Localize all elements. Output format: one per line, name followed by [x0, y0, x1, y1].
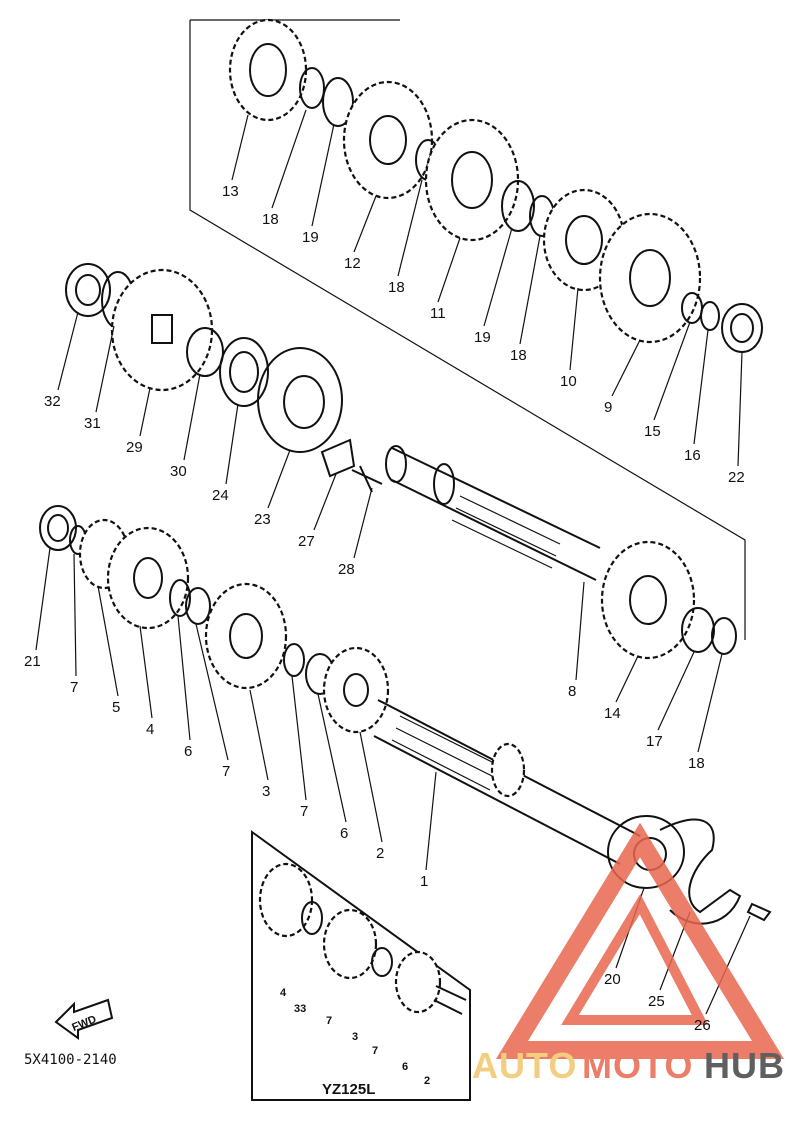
label-2: 2 — [376, 845, 384, 862]
watermark-brand-auto: AUTO — [472, 1045, 577, 1086]
inset-label-33: 33 — [294, 1003, 306, 1015]
gear-14 — [600, 540, 696, 660]
forward-arrow — [54, 998, 114, 1040]
bearing-stopper-25 — [659, 818, 742, 925]
label-3: 3 — [262, 783, 270, 800]
label-30: 30 — [170, 463, 187, 480]
label-10: 10 — [560, 373, 577, 390]
gear-2 — [322, 646, 390, 734]
label-25: 25 — [648, 993, 665, 1010]
inset-label-6: 6 — [402, 1061, 408, 1073]
label-24: 24 — [212, 487, 229, 504]
label-18: 18 — [510, 347, 527, 364]
washer-19-b — [501, 180, 535, 232]
diagram-code: 5X4100-2140 — [24, 1052, 117, 1068]
inset-label-2: 2 — [424, 1075, 430, 1087]
label-18: 18 — [688, 755, 705, 772]
washer-6-a — [169, 579, 191, 617]
oil-seal-24 — [219, 337, 269, 407]
gear-9 — [598, 212, 702, 344]
watermark-brand-hub: HUB — [704, 1045, 785, 1086]
label-15: 15 — [644, 423, 661, 440]
label-5: 5 — [112, 699, 120, 716]
watermark: AUTO MOTO HUB — [472, 822, 785, 1086]
inset-label-7: 7 — [326, 1015, 332, 1027]
label-13: 13 — [222, 183, 239, 200]
label-11: 11 — [430, 305, 446, 322]
label-14: 14 — [604, 705, 621, 722]
bearing-22 — [721, 303, 763, 353]
label-18: 18 — [388, 279, 405, 296]
label-28: 28 — [338, 561, 355, 578]
bearing-stopper-27 — [320, 438, 356, 478]
bearing-32 — [65, 263, 111, 317]
watermark-inner-triangle-icon — [561, 893, 709, 1025]
label-20: 20 — [604, 971, 621, 988]
inset-label-4: 4 — [280, 987, 287, 999]
label-4: 4 — [146, 721, 154, 738]
drive-axle-8 — [385, 445, 601, 581]
variant-inset-box — [251, 830, 471, 1101]
label-29: 29 — [126, 439, 143, 456]
label-23: 23 — [254, 511, 271, 528]
forward-arrow-label: FWD — [70, 1013, 98, 1034]
label-12: 12 — [344, 255, 361, 272]
gear-3 — [204, 582, 288, 690]
screw-26 — [746, 902, 772, 922]
watermark-brand-moto: MOTO — [582, 1045, 693, 1086]
label-32: 32 — [44, 393, 61, 410]
label-22: 22 — [728, 469, 745, 486]
part-number-labels: 13 18 19 12 18 11 19 18 10 9 15 16 22 32… — [24, 183, 745, 1034]
label-7: 7 — [70, 679, 78, 696]
washer-19-a — [322, 77, 354, 127]
circlip-16 — [700, 301, 720, 331]
circlip-18-a — [299, 67, 325, 109]
gear-12 — [342, 80, 434, 200]
gear-4 — [106, 526, 190, 630]
label-19: 19 — [474, 329, 491, 346]
label-1: 1 — [420, 873, 428, 890]
gear-13 — [228, 18, 308, 122]
inset-labels: 4 33 7 3 7 6 2 YZ125L — [280, 987, 430, 1098]
bearing-21 — [39, 505, 77, 551]
label-26: 26 — [694, 1017, 711, 1034]
label-16: 16 — [684, 447, 701, 464]
label-9: 9 — [604, 399, 612, 416]
collar-30 — [186, 327, 224, 377]
label-17: 17 — [646, 733, 663, 750]
drive-axle-group-outline — [189, 20, 746, 640]
label-18: 18 — [262, 211, 279, 228]
label-27: 27 — [298, 533, 315, 550]
washer-17 — [681, 607, 715, 653]
label-19: 19 — [302, 229, 319, 246]
label-7: 7 — [300, 803, 308, 820]
inset-variant-label: YZ125L — [322, 1081, 375, 1098]
gear-11 — [424, 118, 520, 242]
circlip-7-b — [185, 587, 211, 625]
label-7: 7 — [222, 763, 230, 780]
label-31: 31 — [84, 415, 101, 432]
label-21: 21 — [24, 653, 41, 670]
leader-lines — [35, 109, 751, 1015]
circlip-18-d — [711, 617, 737, 655]
watermark-triangle-icon — [495, 822, 785, 1059]
inset-label-3: 3 — [352, 1031, 358, 1043]
screw-28 — [351, 465, 383, 493]
inset-label-7b: 7 — [372, 1045, 378, 1057]
label-8: 8 — [568, 683, 576, 700]
label-6: 6 — [184, 743, 192, 760]
circlip-7-c — [283, 643, 305, 677]
label-6: 6 — [340, 825, 348, 842]
bearing-23 — [257, 347, 343, 453]
main-axle-1 — [373, 699, 641, 865]
